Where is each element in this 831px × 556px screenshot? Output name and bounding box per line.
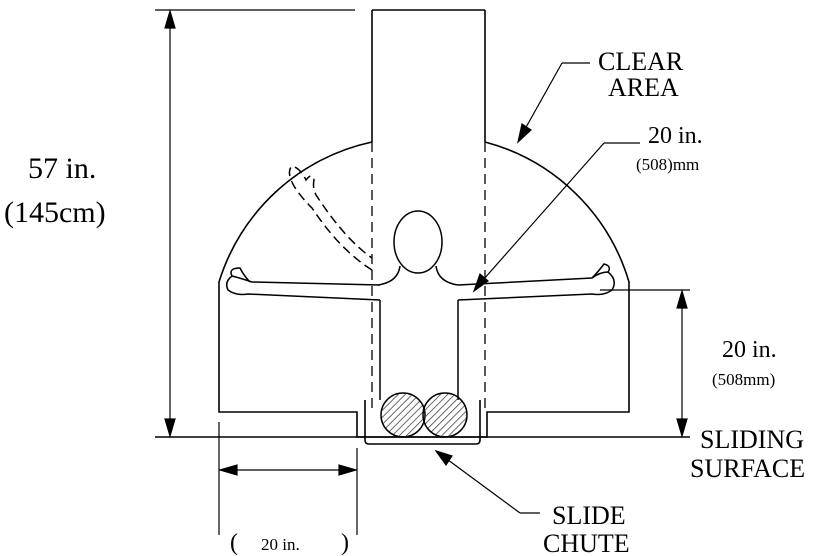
radius-value-label: 20 in. [648,123,703,149]
side-dimension [600,288,690,439]
slide-chute-label-2: CHUTE [543,529,630,556]
bottom-close-paren: ) [341,530,349,556]
slide-chute [364,400,481,445]
chute-guide-lines [371,142,486,412]
left-hand [230,267,251,283]
right-arm [457,271,615,301]
sliding-surface-label-1: SLIDING [700,425,804,454]
right-hand [591,263,611,279]
height-dimension [155,8,355,439]
person-head [393,210,443,274]
hatched-seat [380,392,468,438]
sliding-surface-label-2: SURFACE [690,454,805,483]
height-value-label: 57 in. [28,152,96,185]
left-arm [225,275,381,301]
height-metric-label: (145cm) [4,196,106,229]
radius-metric-label: (508)mm [636,155,699,174]
person-torso [377,265,459,400]
side-metric-label: (508mm) [712,370,775,389]
bottom-dimension [217,422,359,535]
person-figure [225,165,615,400]
clear-area-label-2: AREA [608,73,679,102]
radius-leader [472,142,640,293]
clear-area-leader [516,62,590,144]
slide-chute-leader [434,449,540,514]
side-value-label: 20 in. [722,337,777,363]
bottom-open-paren: ( [230,530,238,556]
bottom-value-label: 20 in. [261,535,300,554]
slide-chute-label-1: SLIDE [552,501,626,530]
raised-arm [288,165,373,271]
clear-area-label-1: CLEAR [598,47,684,76]
